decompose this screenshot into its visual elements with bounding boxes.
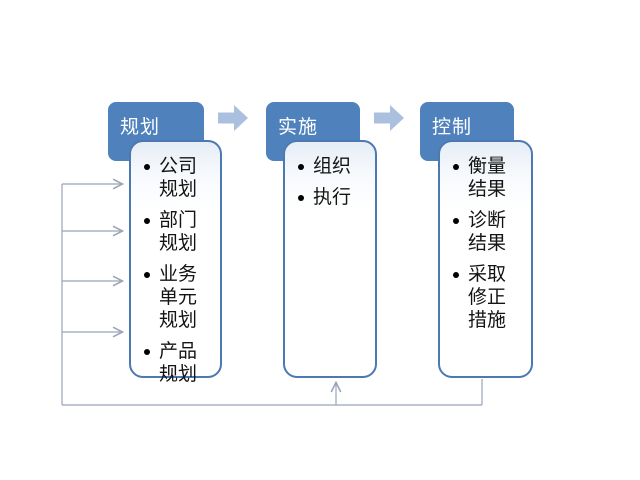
implementation-bullet-list: 组织 执行 bbox=[285, 142, 375, 209]
right-block-arrow-icon-2 bbox=[374, 105, 404, 131]
list-item-bizunit-plan: 业务 单元 规划 bbox=[144, 263, 218, 332]
list-item-dept-plan: 部门 规划 bbox=[144, 209, 218, 255]
list-item-measure-results: 衡量 结果 bbox=[453, 155, 529, 201]
stage-box-implementation: 组织 执行 bbox=[283, 140, 377, 378]
list-item-diagnose-results: 诊断 结果 bbox=[453, 209, 529, 255]
list-item-company-plan: 公司 规划 bbox=[144, 155, 218, 201]
list-item-corrective-action: 采取 修正 措施 bbox=[453, 263, 529, 332]
right-block-arrow-icon-1 bbox=[218, 105, 248, 131]
control-bullet-list: 衡量 结果 诊断 结果 采取 修正 措施 bbox=[440, 142, 531, 332]
list-item-product-plan: 产品 规划 bbox=[144, 340, 218, 386]
list-item-execute: 执行 bbox=[298, 186, 373, 209]
planning-bullet-list: 公司 规划 部门 规划 业务 单元 规划 产品 规划 bbox=[131, 142, 220, 386]
stage-box-control: 衡量 结果 诊断 结果 采取 修正 措施 bbox=[438, 140, 533, 378]
stage-box-planning: 公司 规划 部门 规划 业务 单元 规划 产品 规划 bbox=[129, 140, 222, 385]
list-item-organize: 组织 bbox=[298, 155, 373, 178]
